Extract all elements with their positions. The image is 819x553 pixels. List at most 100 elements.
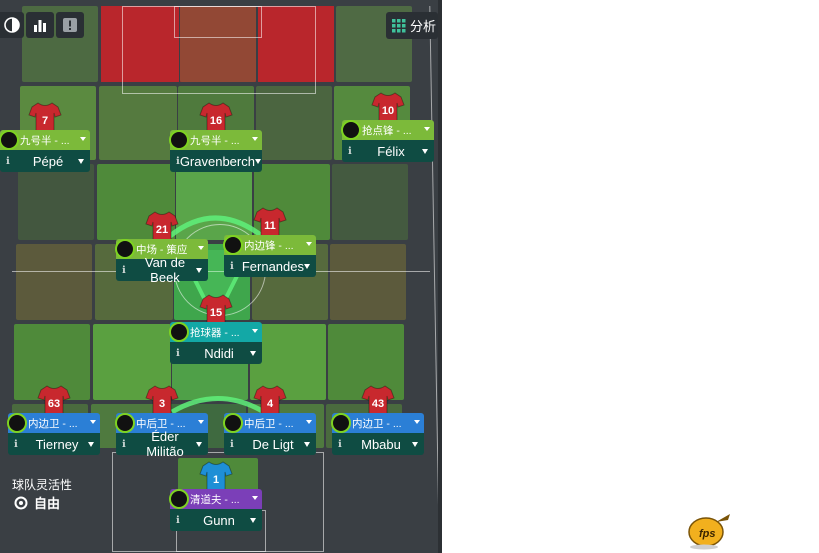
analysis-button[interactable]: 分析 — [386, 12, 438, 39]
pitch-zone-tile — [328, 324, 404, 400]
info-icon[interactable]: ℹ — [176, 155, 180, 167]
pitch-zone-tile — [330, 244, 406, 320]
player-name: Gunn — [203, 512, 235, 528]
player-role-selector[interactable]: 清道夫 - ... — [170, 489, 262, 509]
player-name: Ndidi — [204, 345, 234, 361]
chevron-down-icon — [414, 420, 420, 424]
svg-text:fps: fps — [699, 528, 716, 540]
shirt-number: 63 — [48, 398, 60, 410]
player-role-selector[interactable]: 九号半 - ... — [170, 130, 262, 150]
role-familiarity-icon — [0, 130, 19, 150]
shirt-number: 7 — [42, 115, 48, 127]
chevron-down-icon — [80, 137, 86, 141]
chevron-down-icon — [412, 441, 418, 447]
player-name-selector[interactable]: ℹ Mbabu — [332, 433, 424, 455]
role-familiarity-icon — [223, 413, 243, 433]
player-role-selector[interactable]: 抢点锋 - ... — [342, 120, 434, 140]
player-name: De Ligt — [252, 436, 294, 452]
player-role-label: 内边卫 - ... — [28, 417, 78, 430]
chevron-down-icon — [250, 517, 256, 523]
player-card[interactable]: 63 内边卫 - ... ℹ Tierney — [7, 384, 100, 464]
player-name-selector[interactable]: ℹ Tierney — [8, 433, 100, 455]
player-role-label: 中后卫 - ... — [136, 417, 186, 430]
player-role-label: 九号半 - ... — [190, 134, 240, 147]
player-role-selector[interactable]: 中后卫 - ... — [224, 413, 316, 433]
info-icon[interactable]: ℹ — [176, 514, 180, 526]
stats-button[interactable] — [26, 12, 54, 38]
info-icon[interactable]: ℹ — [14, 438, 18, 450]
chevron-down-icon — [196, 441, 202, 447]
panel-separator — [438, 0, 442, 553]
info-icon[interactable]: ℹ — [230, 260, 234, 272]
player-role-selector[interactable]: 内边卫 - ... — [8, 413, 100, 433]
info-icon[interactable]: ℹ — [338, 438, 342, 450]
player-role-label: 中场 - 策应 — [136, 243, 188, 256]
contrast-icon — [4, 17, 20, 33]
player-role-selector[interactable]: 中后卫 - ... — [116, 413, 208, 433]
shirt-icon: 10 — [371, 92, 405, 124]
pitch-zone-tile — [93, 324, 171, 400]
contrast-toggle-button[interactable] — [0, 12, 24, 38]
player-role-selector[interactable]: 中场 - 策应 — [116, 239, 208, 259]
alert-icon — [63, 18, 77, 32]
chevron-down-icon — [198, 246, 204, 250]
player-name-selector[interactable]: ℹ Félix — [342, 140, 434, 162]
player-name: Félix — [377, 143, 405, 159]
player-name-selector[interactable]: ℹ De Ligt — [224, 433, 316, 455]
chevron-down-icon — [250, 350, 256, 356]
shirt-icon: 43 — [361, 385, 395, 417]
player-name-selector[interactable]: ℹ Ndidi — [170, 342, 262, 364]
chevron-down-icon — [424, 127, 430, 131]
player-card[interactable]: 43 内边卫 - ... ℹ Mbabu — [331, 384, 424, 464]
shirt-icon: 21 — [145, 211, 179, 243]
player-role-label: 内边锋 - ... — [244, 239, 294, 252]
info-icon[interactable]: ℹ — [176, 347, 180, 359]
player-role-selector[interactable]: 内边卫 - ... — [332, 413, 424, 433]
chevron-down-icon — [304, 441, 310, 447]
shirt-icon: 63 — [37, 385, 71, 417]
player-role-selector[interactable]: 抢球器 - ... — [170, 322, 262, 342]
player-name-selector[interactable]: ℹ Gunn — [170, 509, 262, 531]
player-role-label: 九号半 - ... — [20, 134, 70, 147]
role-familiarity-icon — [331, 413, 351, 433]
player-role-label: 清道夫 - ... — [190, 493, 240, 506]
role-familiarity-icon — [115, 239, 135, 259]
analysis-label: 分析 — [410, 19, 437, 34]
flexibility-icon — [14, 496, 28, 509]
chevron-down-icon — [78, 158, 84, 164]
info-icon[interactable]: ℹ — [122, 264, 126, 276]
info-icon[interactable]: ℹ — [348, 145, 352, 157]
player-role-selector[interactable]: 内边锋 - ... — [224, 235, 316, 255]
team-flexibility-value[interactable]: 自由 — [14, 493, 60, 512]
grid-icon — [392, 18, 406, 32]
player-name: Mbabu — [361, 436, 401, 452]
fps-logo: fps — [688, 514, 730, 550]
alerts-button[interactable] — [56, 12, 84, 38]
info-icon[interactable]: ℹ — [6, 155, 10, 167]
zone-highlight-center — [180, 6, 256, 82]
chevron-down-icon — [254, 158, 261, 164]
shirt-number: 43 — [372, 398, 384, 410]
info-icon[interactable]: ℹ — [230, 438, 234, 450]
player-name: Tierney — [35, 436, 79, 452]
pitch-toolbar — [0, 12, 86, 38]
shirt-number: 3 — [159, 398, 165, 410]
info-icon[interactable]: ℹ — [122, 438, 126, 450]
player-role-selector[interactable]: 九号半 - ... — [0, 130, 90, 150]
role-familiarity-icon — [223, 235, 243, 255]
